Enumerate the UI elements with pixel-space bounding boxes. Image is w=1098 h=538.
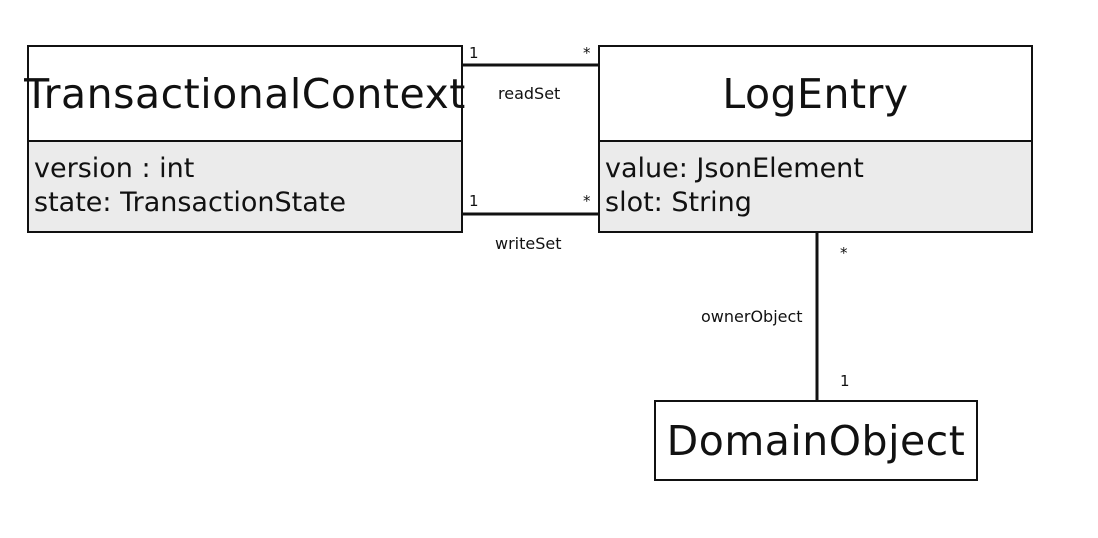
owner-object-target-multiplicity: 1 [840, 372, 850, 390]
read-set-source-multiplicity: 1 [469, 44, 479, 62]
class-domain-object[interactable]: DomainObject [654, 400, 978, 481]
read-set-label: readSet [498, 84, 561, 103]
attributes-log-entry: value: JsonElement slot: String [600, 140, 1031, 231]
attributes-transactional-context: version : int state: TransactionState [29, 140, 461, 231]
attribute-slot: slot: String [605, 187, 752, 218]
owner-object-label: ownerObject [701, 307, 803, 326]
attribute-version: version : int [34, 153, 195, 184]
class-name-domain-object: DomainObject [666, 416, 966, 465]
write-set-source-multiplicity: 1 [469, 192, 479, 210]
class-log-entry[interactable]: LogEntry value: JsonElement slot: String [598, 45, 1033, 233]
attribute-state: state: TransactionState [34, 187, 347, 218]
owner-object-source-multiplicity: * [840, 244, 848, 262]
class-name-log-entry: LogEntry [722, 69, 909, 118]
attribute-value: value: JsonElement [605, 153, 864, 184]
read-set-target-multiplicity: * [583, 44, 591, 62]
class-transactional-context[interactable]: TransactionalContext version : int state… [24, 45, 466, 233]
write-set-target-multiplicity: * [583, 192, 591, 210]
class-name-transactional-context: TransactionalContext [24, 69, 466, 118]
write-set-label: writeSet [495, 234, 562, 253]
